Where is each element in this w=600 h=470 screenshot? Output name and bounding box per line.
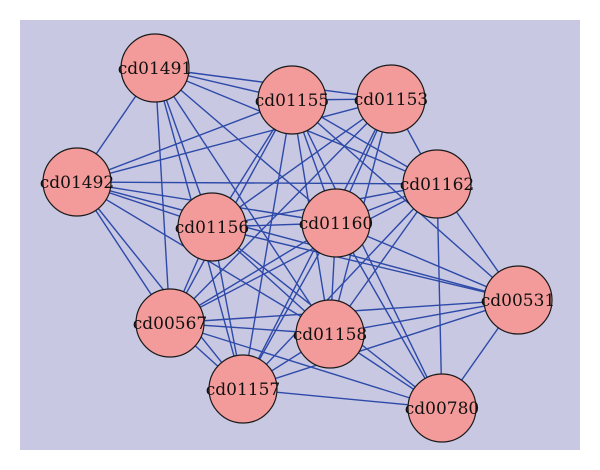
node-circle [42,147,112,217]
node-circle [120,33,190,103]
edge-cd01492-cd01157 [76,181,244,390]
node-circle [295,299,365,369]
edge-cd01491-cd01160 [154,67,337,224]
node-circle [407,373,477,443]
node-cd01157: cd01157 [206,354,280,424]
node-cd00780: cd00780 [405,373,479,443]
node-cd01156: cd01156 [175,192,249,262]
node-cd01160: cd01160 [299,188,373,258]
node-cd00567: cd00567 [133,288,207,358]
node-cd01162: cd01162 [400,149,474,219]
node-layer: cd01491 cd01155 cd01153 cd01492 cd01162 cd011… [40,33,555,443]
node-label: cd01155 [255,91,329,111]
edge-cd01160-cd00780 [335,222,443,409]
edge-cd01162-cd01157 [242,183,438,390]
edge-cd01155-cd01157 [242,99,293,390]
edge-cd01153-cd00567 [169,98,392,324]
node-label: cd01492 [40,173,114,193]
node-label: cd01156 [175,218,249,238]
node-label: cd01162 [400,175,474,195]
node-circle [356,64,426,134]
edge-cd01162-cd00567 [169,183,438,324]
node-cd01153: cd01153 [354,64,428,134]
node-label: cd01491 [118,59,192,79]
edge-cd01492-cd00531 [76,181,519,301]
edge-cd01153-cd01492 [76,98,392,183]
node-cd01155: cd01155 [255,65,329,135]
node-label: cd01157 [206,380,280,400]
node-label: cd01153 [354,90,428,110]
node-circle [177,192,247,262]
node-cd00531: cd00531 [481,265,555,335]
node-label: cd00531 [481,291,555,311]
node-circle [257,65,327,135]
edge-cd00567-cd00780 [169,322,443,409]
node-cd01492: cd01492 [40,147,114,217]
node-label: cd00780 [405,399,479,419]
node-circle [208,354,278,424]
edge-cd01153-cd01156 [211,98,392,228]
node-circle [301,188,371,258]
edge-cd01492-cd01162 [76,181,438,185]
edge-cd01155-cd01492 [76,99,293,183]
node-label: cd01158 [293,325,367,345]
node-circle [402,149,472,219]
node-cd01158: cd01158 [293,299,367,369]
edge-cd00531-cd01157 [242,299,519,390]
node-cd01491: cd01491 [118,33,192,103]
node-circle [483,265,553,335]
node-label: cd01160 [299,214,373,234]
edge-cd01491-cd01158 [154,67,331,335]
node-label: cd00567 [133,314,207,334]
node-circle [135,288,205,358]
edge-cd01156-cd00531 [211,226,519,301]
edge-cd01162-cd00780 [436,183,443,409]
